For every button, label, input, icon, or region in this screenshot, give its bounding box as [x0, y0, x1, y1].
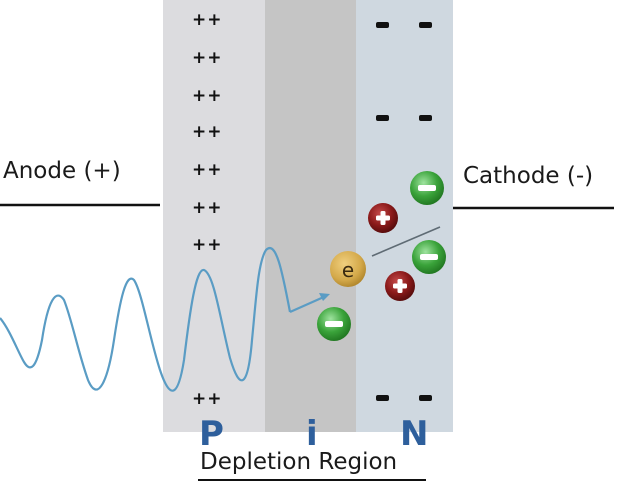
wave-arrow-shaft [289, 294, 327, 314]
negative-carrier-right [412, 240, 446, 274]
n-charge-dash [376, 22, 389, 28]
n-charge-dash [419, 395, 432, 401]
hole-carrier-top [368, 203, 398, 233]
electron-particle: e [330, 251, 366, 287]
cathode-label: Cathode (-) [463, 163, 594, 189]
n-charge-dash [419, 115, 432, 121]
p-charge: ++ [192, 198, 223, 218]
electron-label: e [342, 258, 354, 282]
p-charge: ++ [192, 10, 223, 30]
p-charge: ++ [192, 389, 223, 409]
anode-label: Anode (+) [3, 158, 121, 184]
n-region-label: N [400, 414, 429, 454]
negative-carrier-left [317, 307, 351, 341]
p-charge: ++ [192, 235, 223, 255]
p-charge: ++ [192, 86, 223, 106]
p-region-label: P [199, 414, 224, 454]
carrier-separation-line [371, 226, 441, 257]
hole-carrier-bottom [385, 271, 415, 301]
p-charge: ++ [192, 160, 223, 180]
n-charge-dash [419, 22, 432, 28]
p-charge: ++ [192, 122, 223, 142]
n-charge-dash [376, 115, 389, 121]
light-wave [0, 247, 292, 392]
i-region-label: i [306, 414, 318, 454]
p-charge: ++ [192, 48, 223, 68]
depletion-region-label: Depletion Region [200, 449, 398, 475]
i-region [265, 0, 357, 432]
n-charge-dash [376, 395, 389, 401]
wave-arrowhead [319, 293, 330, 301]
negative-carrier-top-right [410, 171, 444, 205]
